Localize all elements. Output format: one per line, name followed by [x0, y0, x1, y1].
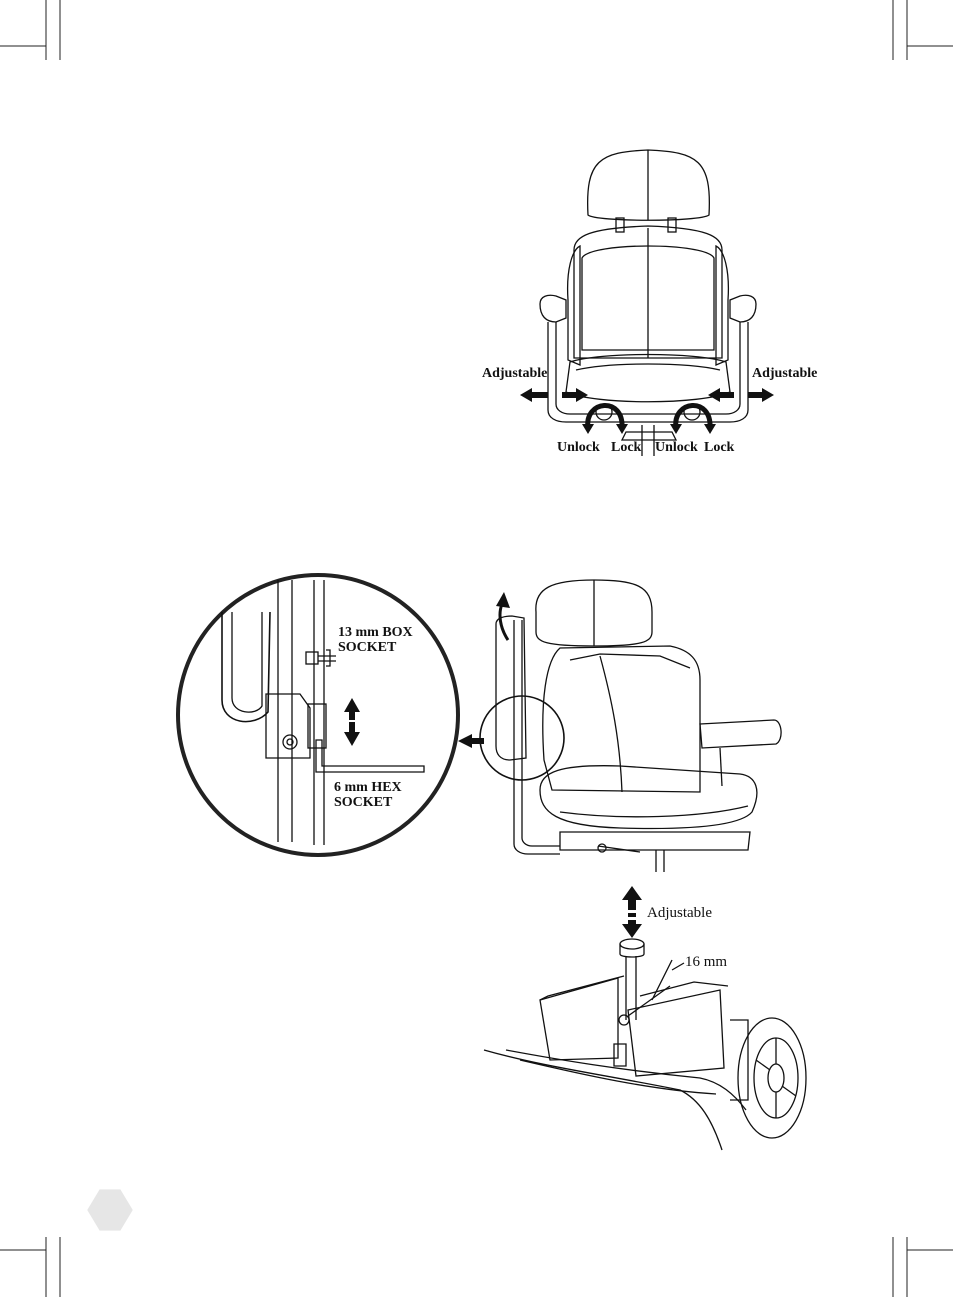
lift-arrow-fig2	[500, 604, 508, 640]
lift-arrowhead	[496, 592, 510, 608]
wrench-size-leader	[672, 963, 684, 970]
box-socket-line1: 13 mm BOX	[338, 625, 413, 640]
unlock-right-label: Unlock	[655, 440, 698, 455]
rotate-arrows-fig1	[588, 405, 710, 428]
seat-post-drawing	[484, 939, 806, 1150]
wrench-size-label: 16 mm	[685, 955, 727, 970]
lock-right-label: Lock	[704, 440, 734, 455]
seat-angle-drawing	[480, 580, 781, 872]
box-socket-label: 13 mm BOX SOCKET	[338, 625, 413, 655]
up-down-arrow-fig3	[622, 886, 642, 938]
adjust-arrows-fig1	[520, 388, 774, 402]
up-down-arrow-fig2	[344, 698, 360, 746]
unlock-left-label: Unlock	[557, 440, 600, 455]
adjustable-left-label: Adjustable	[482, 366, 547, 381]
adjustable-right-label: Adjustable	[752, 366, 817, 381]
lock-left-label: Lock	[611, 440, 641, 455]
hex-socket-line1: 6 mm HEX	[334, 780, 402, 795]
armrest-zoom-circle	[178, 575, 458, 855]
seat-front-drawing	[540, 150, 756, 456]
page-number-badge	[86, 1189, 134, 1231]
hex-socket-line2: SOCKET	[334, 795, 402, 810]
adjustable-post-label: Adjustable	[647, 906, 712, 921]
hex-socket-label: 6 mm HEX SOCKET	[334, 780, 402, 810]
box-socket-line2: SOCKET	[338, 640, 413, 655]
